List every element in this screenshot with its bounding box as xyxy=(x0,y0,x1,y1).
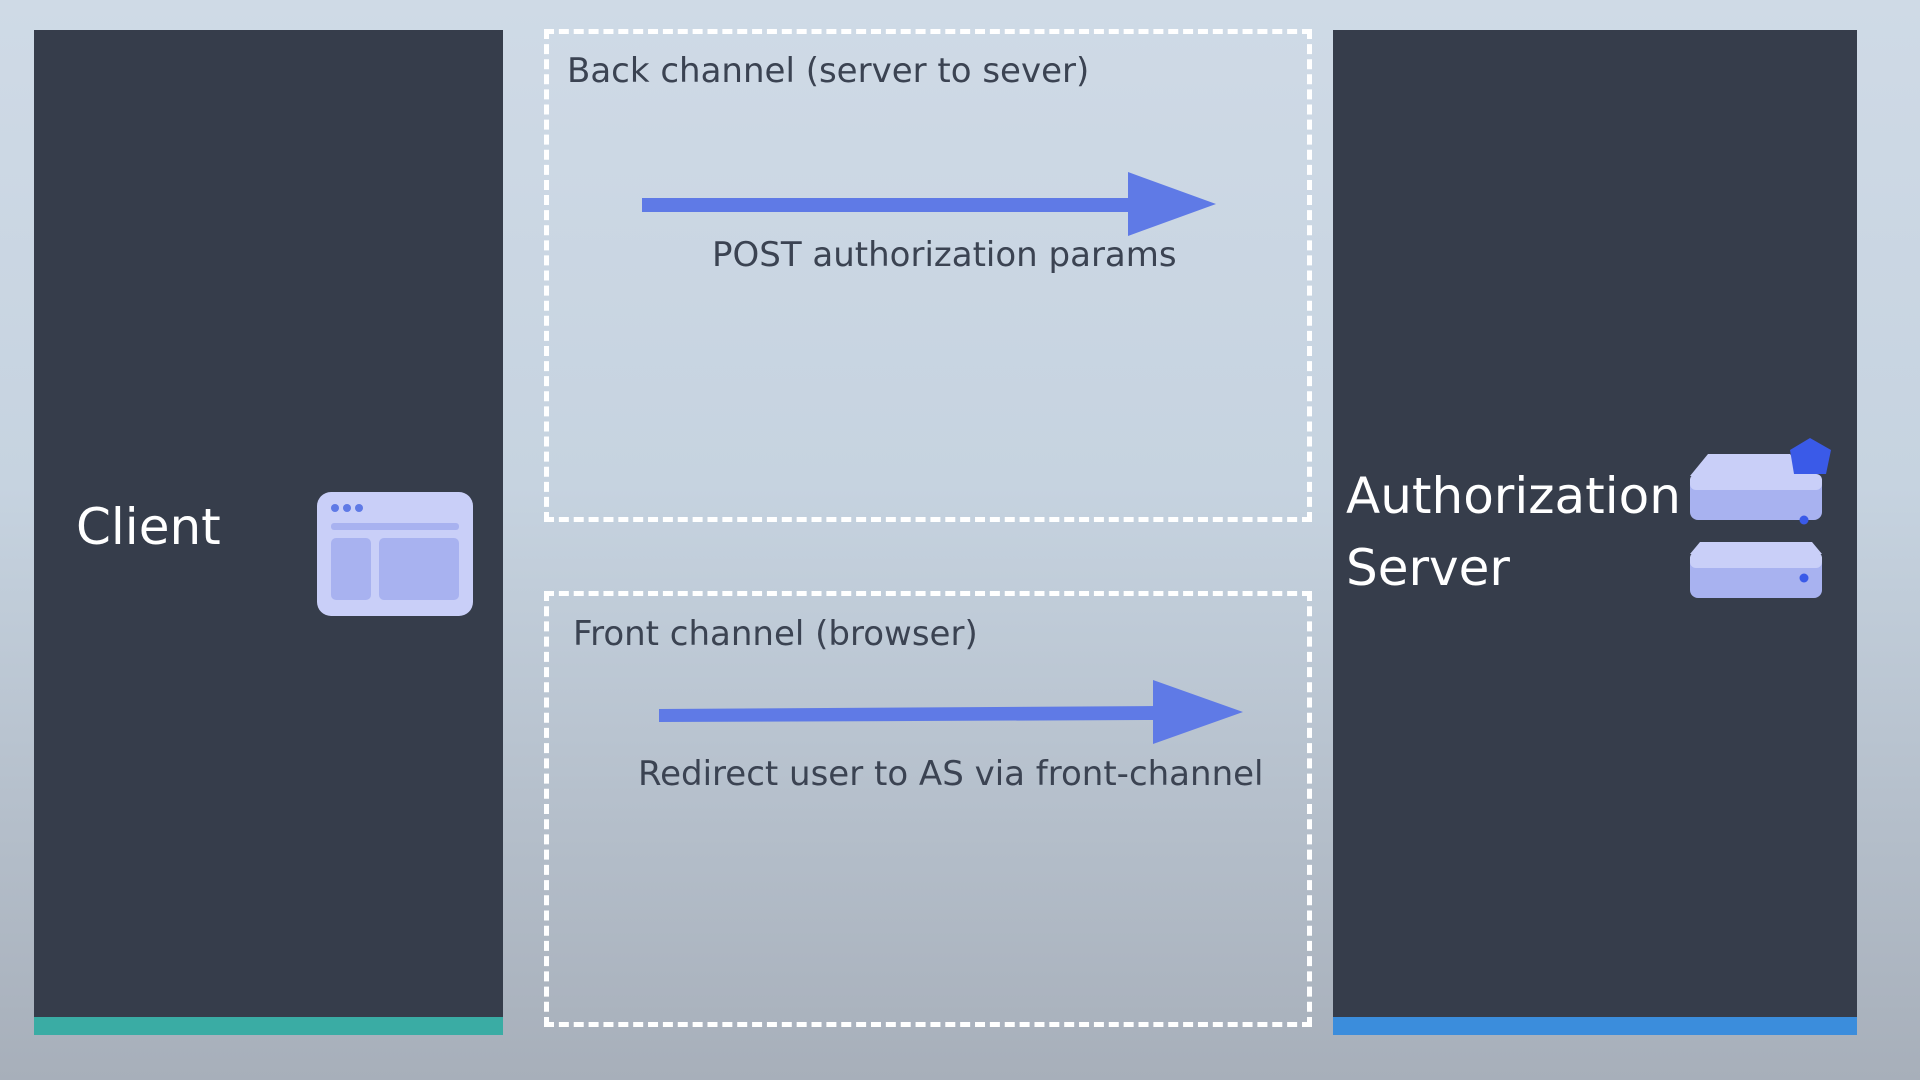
front-channel-box xyxy=(544,591,1312,1027)
client-panel: Client xyxy=(34,30,503,1035)
authorization-server-label: Authorization Server xyxy=(1346,460,1681,604)
front-channel-arrow-label: Redirect user to AS via front-channel xyxy=(638,754,1264,794)
front-channel-title: Front channel (browser) xyxy=(573,614,978,654)
front-channel-arrow xyxy=(659,680,1243,744)
back-channel-title: Back channel (server to sever) xyxy=(567,51,1090,91)
back-channel-arrow-label: POST authorization params xyxy=(712,235,1177,275)
authorization-server-panel: Authorization Server xyxy=(1333,30,1857,1035)
server-label-line1: Authorization xyxy=(1346,467,1681,525)
back-channel-box xyxy=(544,29,1312,522)
back-channel-arrow xyxy=(642,172,1216,236)
server-label-line2: Server xyxy=(1346,539,1510,597)
browser-window-icon xyxy=(317,492,473,616)
badge-icon xyxy=(1790,438,1831,474)
client-label: Client xyxy=(76,498,221,556)
server-stack-icon xyxy=(1690,438,1831,598)
